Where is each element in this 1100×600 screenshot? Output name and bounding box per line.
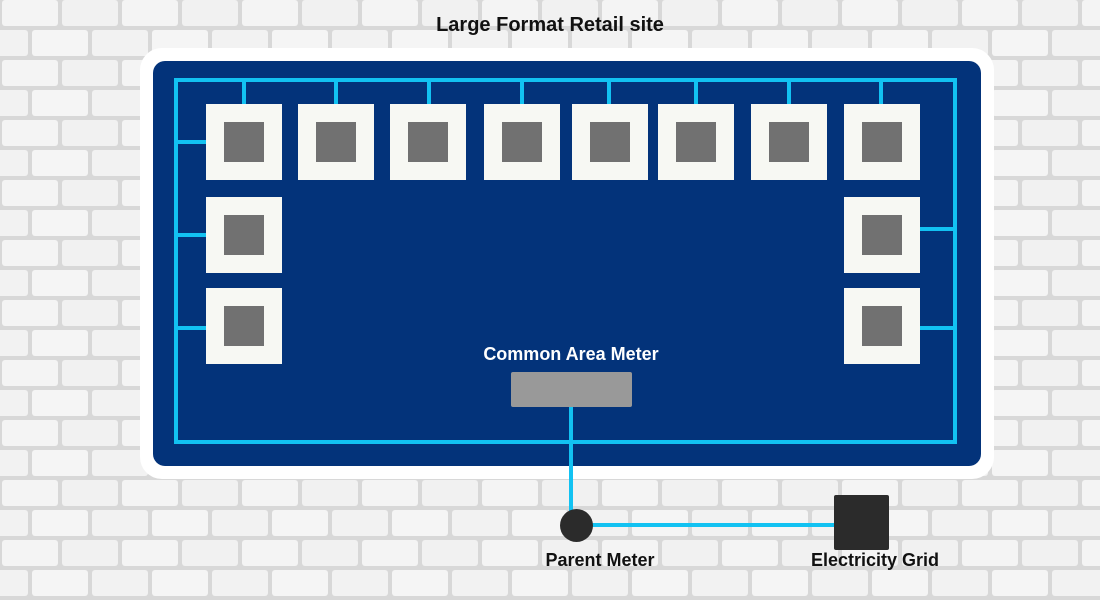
tenancy-unit	[206, 288, 282, 364]
wire-feed-right	[919, 326, 955, 330]
electricity-grid-label: Electricity Grid	[810, 550, 940, 570]
tenant-meter-icon	[224, 122, 264, 162]
tenant-meter-icon	[316, 122, 356, 162]
tenancy-unit	[206, 197, 282, 273]
tenancy-unit	[484, 104, 560, 180]
common-area-meter-label: Common Area Meter	[483, 344, 659, 364]
tenancy-unit	[844, 197, 920, 273]
tenancy-unit	[751, 104, 827, 180]
tenancy-unit	[298, 104, 374, 180]
wire-right-bus	[953, 78, 957, 444]
wire-drop	[520, 80, 524, 104]
electricity-grid-node	[834, 495, 889, 550]
wire-feed-left	[176, 326, 207, 330]
tenant-meter-icon	[224, 215, 264, 255]
common-area-meter	[511, 372, 632, 407]
wire-feed-right	[919, 227, 955, 231]
tenant-meter-icon	[408, 122, 448, 162]
tenancy-unit	[390, 104, 466, 180]
wire-feed-left	[176, 140, 207, 144]
tenancy-unit	[844, 104, 920, 180]
wire-drop	[334, 80, 338, 104]
tenant-meter-icon	[502, 122, 542, 162]
tenancy-unit	[206, 104, 282, 180]
tenant-meter-icon	[769, 122, 809, 162]
tenant-meter-icon	[224, 306, 264, 346]
diagram-title: Large Format Retail site	[436, 14, 664, 36]
wire-drop	[787, 80, 791, 104]
tenancy-unit	[572, 104, 648, 180]
tenant-meter-icon	[862, 306, 902, 346]
wire-drop	[694, 80, 698, 104]
tenancy-unit	[844, 288, 920, 364]
wire-drop	[879, 80, 883, 104]
wire-parent-to-grid	[576, 523, 836, 527]
tenancy-unit	[658, 104, 734, 180]
wire-left-bus	[174, 78, 178, 444]
wire-bottom-bus	[174, 440, 957, 444]
wire-drop	[607, 80, 611, 104]
parent-meter-label: Parent Meter	[545, 550, 655, 570]
parent-meter-node	[560, 509, 593, 542]
wire-common-to-parent	[569, 406, 573, 520]
tenant-meter-icon	[676, 122, 716, 162]
tenant-meter-icon	[862, 215, 902, 255]
wire-feed-left	[176, 233, 207, 237]
wire-top-bus	[174, 78, 957, 82]
tenant-meter-icon	[590, 122, 630, 162]
wire-drop	[242, 80, 246, 104]
tenant-meter-icon	[862, 122, 902, 162]
wire-drop	[427, 80, 431, 104]
